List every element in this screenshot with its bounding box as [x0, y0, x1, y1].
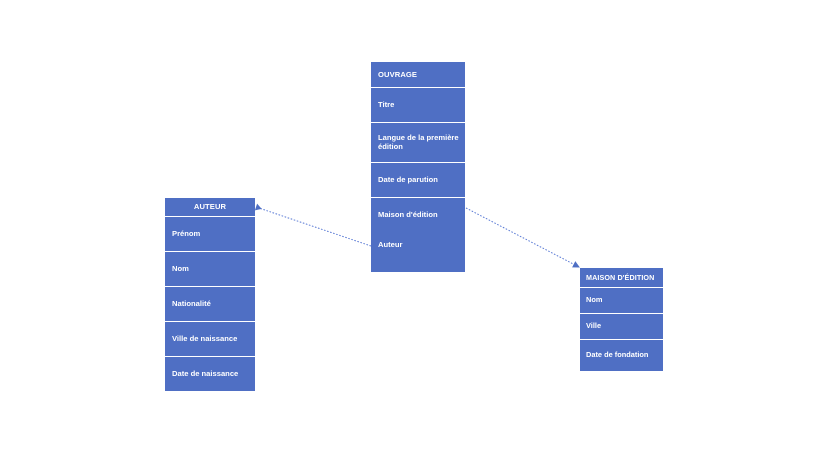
- entity-auteur[interactable]: AUTEUR Prénom Nom Nationalité Ville de n…: [165, 198, 255, 391]
- entity-ouvrage-attribute-titre: Titre: [371, 88, 465, 122]
- entity-auteur-attribute-prenom: Prénom: [165, 217, 255, 251]
- entity-maison-edition[interactable]: MAISON D'ÉDITION Nom Ville Date de fonda…: [580, 268, 663, 371]
- entity-ouvrage-header: OUVRAGE: [371, 62, 465, 87]
- entity-auteur-header: AUTEUR: [165, 198, 255, 216]
- entity-auteur-attribute-ville-naissance: Ville de naissance: [165, 322, 255, 356]
- entity-maison-edition-attribute-ville: Ville: [580, 314, 663, 339]
- connector-ouvrage-maison: [465, 207, 580, 268]
- entity-ouvrage-attribute-date-parution: Date de parution: [371, 163, 465, 197]
- entity-auteur-attribute-nationalite: Nationalité: [165, 287, 255, 321]
- entity-maison-edition-attribute-nom: Nom: [580, 288, 663, 313]
- entity-ouvrage-attribute-langue: Langue de la première édition: [371, 123, 465, 162]
- entity-ouvrage-attribute-auteur: Auteur: [371, 232, 465, 272]
- connector-ouvrage-auteur: [254, 203, 372, 247]
- entity-maison-edition-attribute-date-fondation: Date de fondation: [580, 340, 663, 371]
- entity-auteur-attribute-nom: Nom: [165, 252, 255, 286]
- entity-ouvrage[interactable]: OUVRAGE Titre Langue de la première édit…: [371, 62, 465, 272]
- entity-maison-edition-header: MAISON D'ÉDITION: [580, 268, 663, 287]
- entity-ouvrage-attribute-maison-edition: Maison d'édition: [371, 198, 465, 232]
- entity-auteur-attribute-date-naissance: Date de naissance: [165, 357, 255, 391]
